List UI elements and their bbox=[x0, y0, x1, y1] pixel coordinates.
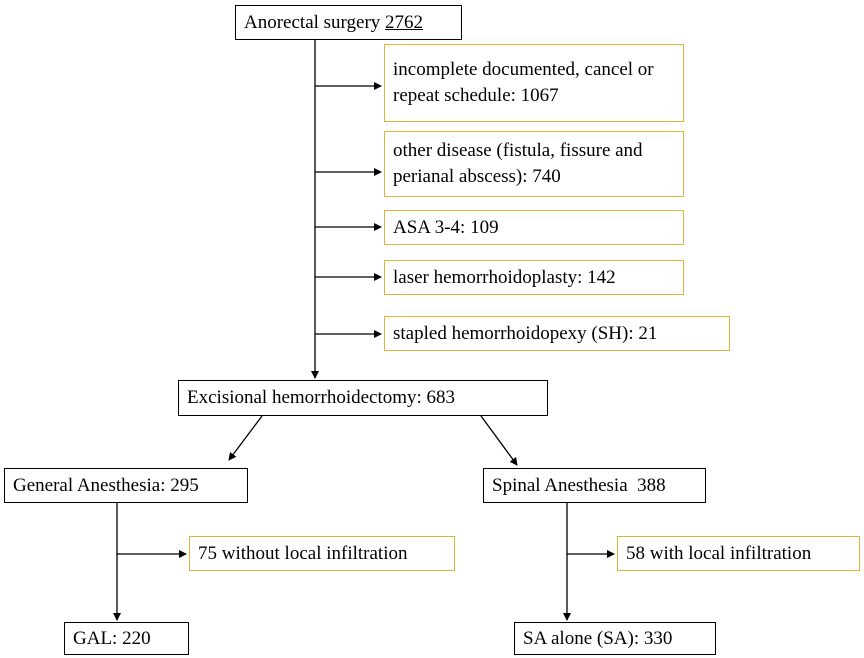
exclusion-label-without-local: 75 without local infiltration bbox=[198, 542, 408, 564]
spinal-anesthesia-box: Spinal Anesthesia 388 bbox=[483, 468, 706, 503]
split-arrow-right bbox=[480, 415, 518, 466]
gal-label: GAL: 220 bbox=[73, 627, 151, 649]
anorectal-surgery-count: 2762 bbox=[385, 11, 424, 33]
anorectal-surgery-label: Anorectal surgery bbox=[244, 11, 381, 33]
gal-box: GAL: 220 bbox=[64, 622, 189, 655]
exclusion-box-asa: ASA 3-4: 109 bbox=[384, 210, 684, 245]
exclusion-label-stapled: stapled hemorrhoidopexy (SH): 21 bbox=[393, 322, 658, 344]
exclusion-box-without-local: 75 without local infiltration bbox=[189, 536, 455, 571]
sa-alone-label: SA alone (SA): 330 bbox=[523, 627, 673, 649]
exclusion-label-with-local: 58 with local infiltration bbox=[626, 542, 812, 564]
excisional-hemorrhoidectomy-label: Excisional hemorrhoidectomy: 683 bbox=[187, 387, 456, 408]
exclusion-box-laser: laser hemorrhoidoplasty: 142 bbox=[384, 260, 684, 295]
general-anesthesia-label: General Anesthesia: 295 bbox=[13, 474, 199, 496]
exclusion-label-other-disease: other disease (fistula, fissure and peri… bbox=[393, 140, 643, 187]
exclusion-label-incomplete: incomplete documented, cancel or repeat … bbox=[393, 59, 654, 106]
exclusion-box-stapled: stapled hemorrhoidopexy (SH): 21 bbox=[384, 316, 730, 351]
spinal-anesthesia-label: Spinal Anesthesia 388 bbox=[492, 474, 666, 496]
exclusion-label-laser: laser hemorrhoidoplasty: 142 bbox=[393, 266, 616, 288]
exclusion-label-asa: ASA 3-4: 109 bbox=[393, 216, 499, 238]
sa-alone-box: SA alone (SA): 330 bbox=[514, 622, 716, 655]
split-arrow-left bbox=[228, 415, 263, 461]
excisional-hemorrhoidectomy-box: Excisional hemorrhoidectomy: 683 bbox=[178, 380, 548, 416]
exclusion-box-with-local: 58 with local infiltration bbox=[617, 536, 860, 571]
exclusion-box-incomplete: incomplete documented, cancel or repeat … bbox=[384, 44, 684, 122]
anorectal-surgery-box: Anorectal surgery 2762 bbox=[235, 5, 462, 40]
general-anesthesia-box: General Anesthesia: 295 bbox=[4, 468, 248, 503]
exclusion-box-other-disease: other disease (fistula, fissure and peri… bbox=[384, 131, 684, 197]
